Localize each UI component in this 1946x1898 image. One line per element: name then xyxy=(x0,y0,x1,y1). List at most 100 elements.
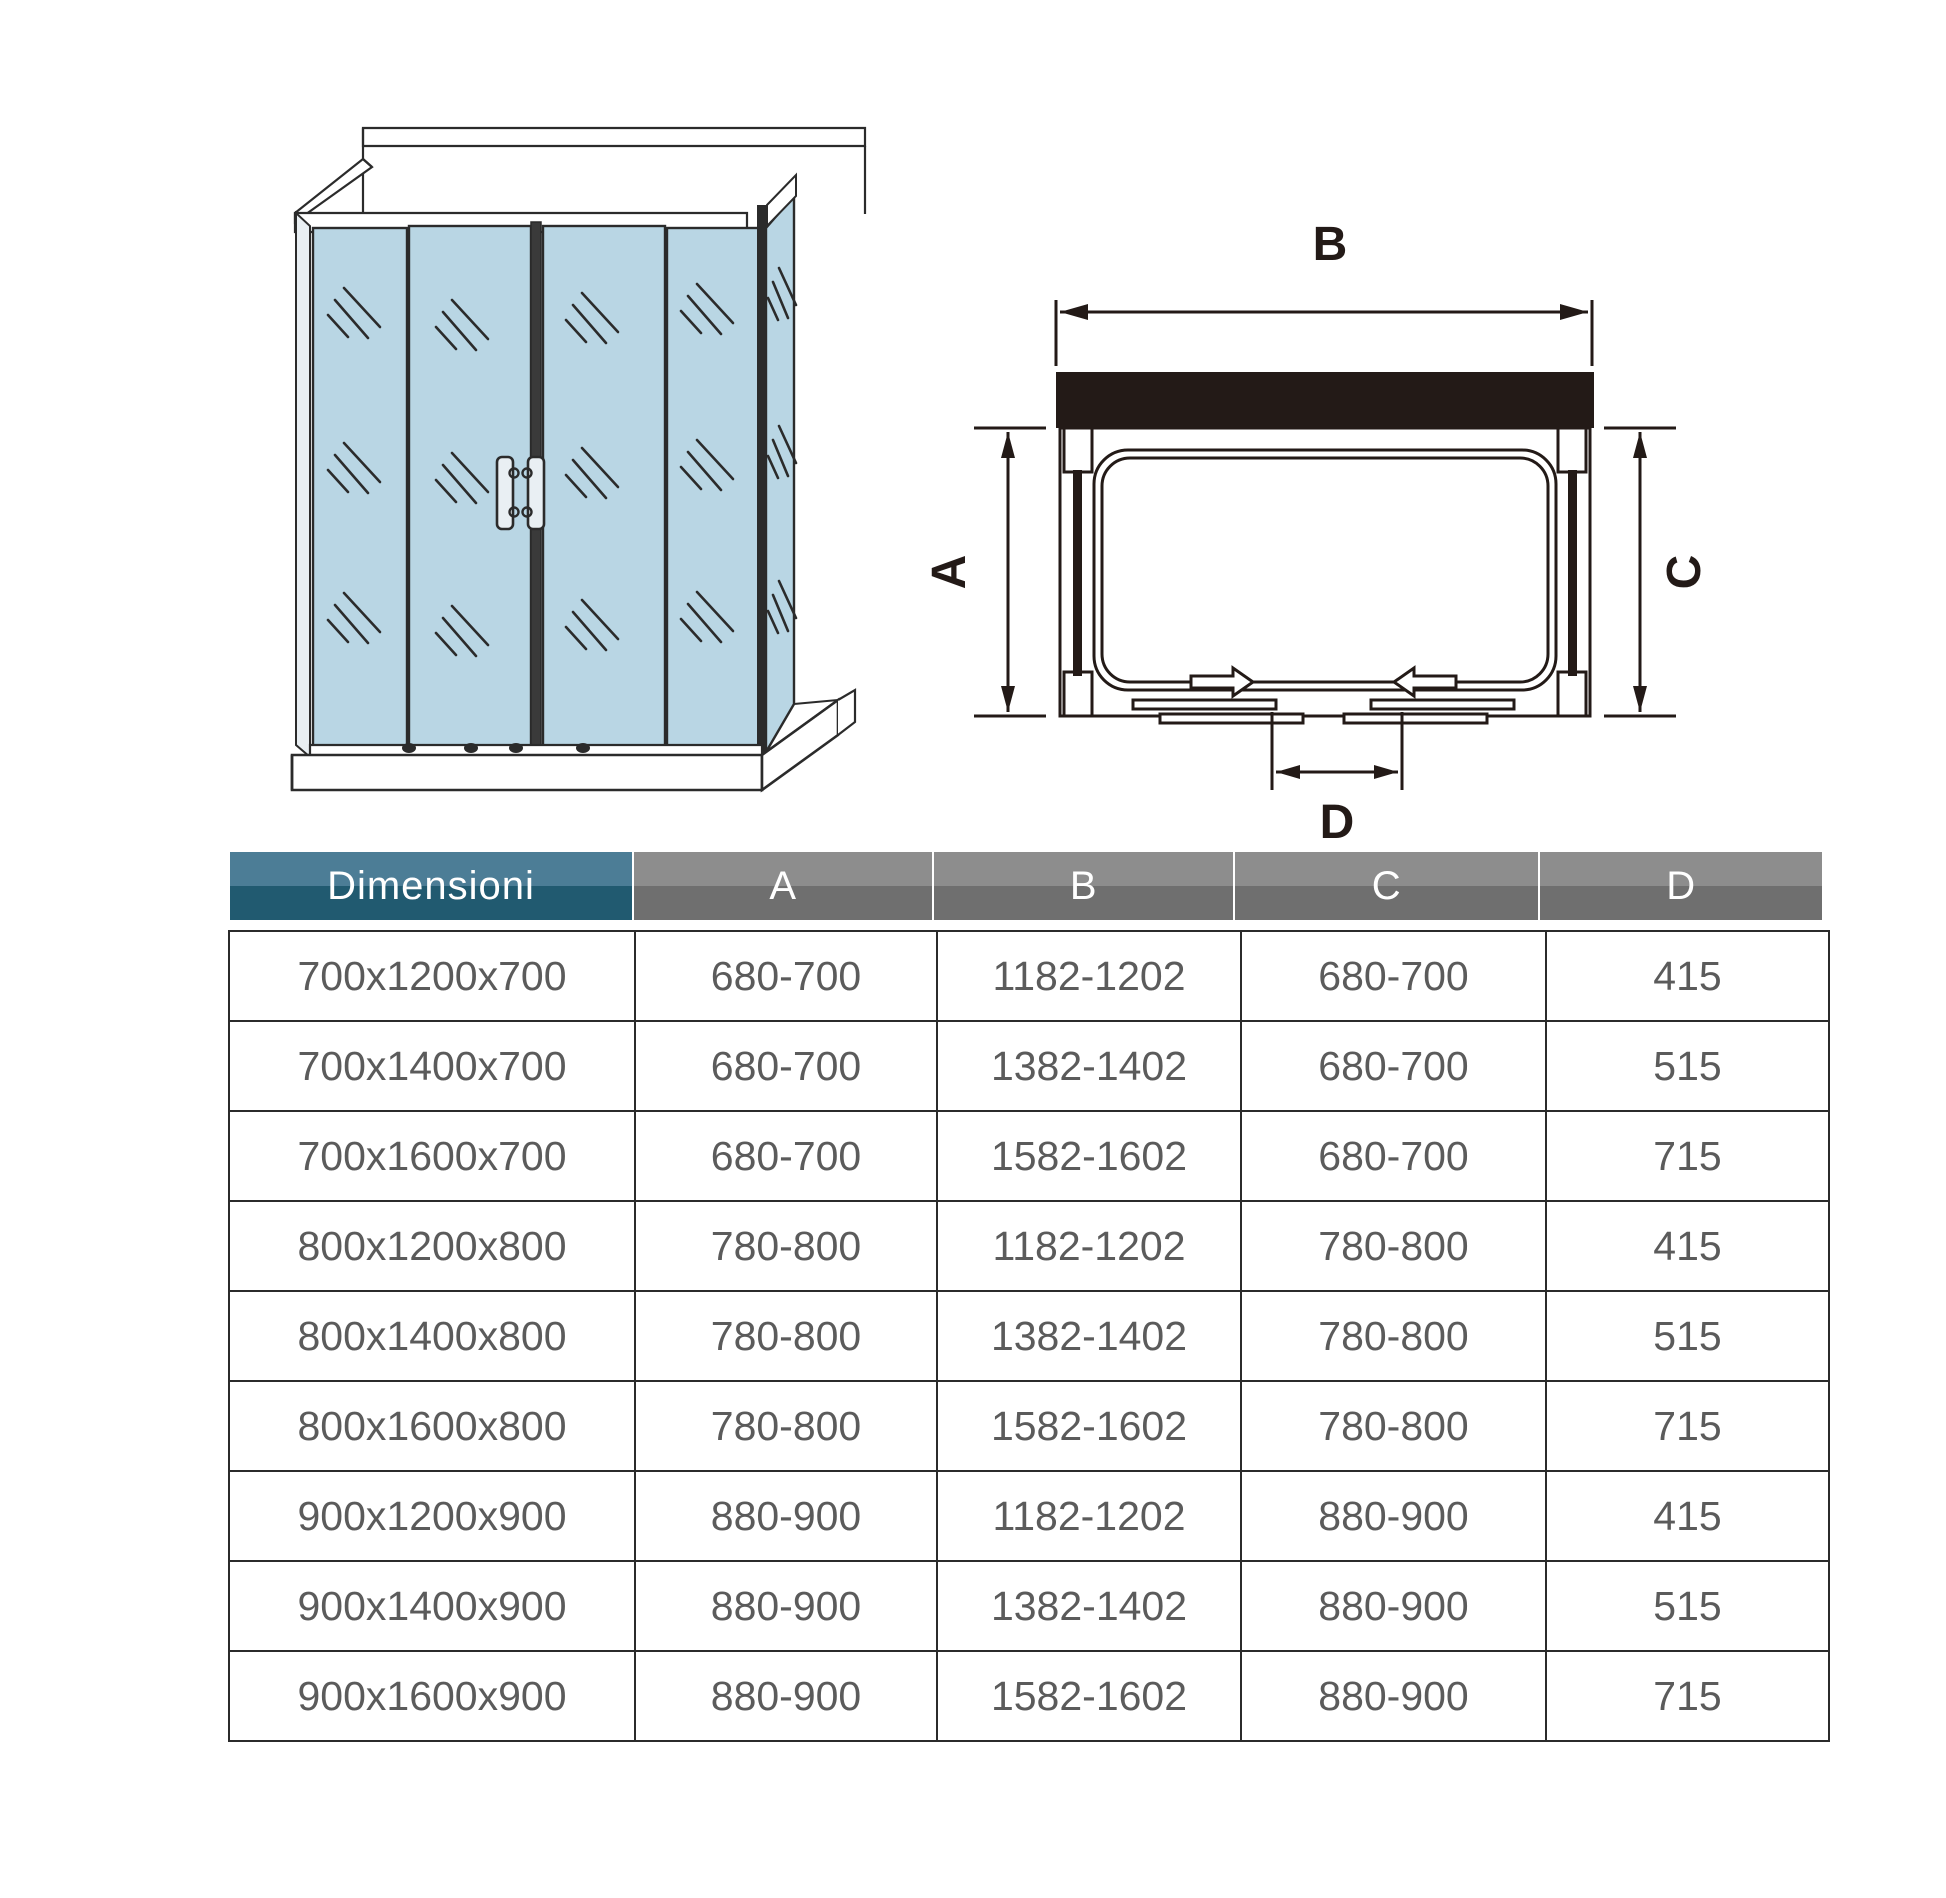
cell-b: 1582-1602 xyxy=(936,1110,1242,1202)
corner-bracket-top-left xyxy=(1062,426,1094,474)
cell-b: 1182-1202 xyxy=(936,1470,1242,1562)
header-label-b: B xyxy=(1069,863,1098,908)
glass-sparkle-marks xyxy=(326,266,798,658)
corner-bracket-bottom-left xyxy=(1062,670,1094,718)
cell-c: 780-800 xyxy=(1240,1380,1547,1472)
cell-dim: 900x1400x900 xyxy=(228,1560,636,1652)
cell-d: 515 xyxy=(1545,1560,1830,1652)
cell-b: 1382-1402 xyxy=(936,1020,1242,1112)
cell-dim: 800x1400x800 xyxy=(228,1290,636,1382)
cell-d: 515 xyxy=(1545,1020,1830,1112)
cell-dim: 800x1200x800 xyxy=(228,1200,636,1292)
header-cell-c: C xyxy=(1234,852,1539,920)
right-side-glass-panel xyxy=(764,192,796,757)
cell-c: 780-800 xyxy=(1240,1290,1547,1382)
left-side-glass-panel xyxy=(295,210,311,760)
cell-b: 1382-1402 xyxy=(936,1290,1242,1382)
header-cell-d: D xyxy=(1540,852,1822,920)
dimension-line-a xyxy=(974,426,1046,718)
cell-a: 780-800 xyxy=(634,1200,938,1292)
cell-dim: 700x1600x700 xyxy=(228,1110,636,1202)
sliding-door-rails xyxy=(1131,698,1516,725)
header-divider-3 xyxy=(1232,852,1235,920)
cell-dim: 800x1600x800 xyxy=(228,1380,636,1472)
glass-panel-4 xyxy=(665,226,763,755)
door-handle-right[interactable] xyxy=(521,455,546,531)
cell-b: 1182-1202 xyxy=(936,930,1242,1022)
3d-perspective-view xyxy=(290,126,867,793)
header-divider-2 xyxy=(932,852,935,920)
cell-dim: 700x1400x700 xyxy=(228,1020,636,1112)
dimension-line-d xyxy=(1270,712,1404,790)
slide-arrow-left xyxy=(1391,665,1458,699)
cell-a: 780-800 xyxy=(634,1380,938,1472)
cell-d: 415 xyxy=(1545,930,1830,1022)
cell-a: 680-700 xyxy=(634,930,938,1022)
door-handle-left[interactable] xyxy=(495,455,520,531)
header-divider-4 xyxy=(1538,852,1541,920)
cell-c: 880-900 xyxy=(1240,1650,1547,1742)
header-label-dimensioni: Dimensioni xyxy=(327,863,535,908)
right-post xyxy=(757,205,767,758)
cell-a: 680-700 xyxy=(634,1020,938,1112)
cell-dim: 900x1600x900 xyxy=(228,1650,636,1742)
cell-c: 880-900 xyxy=(1240,1560,1547,1652)
header-cell-b: B xyxy=(934,852,1233,920)
cell-d: 515 xyxy=(1545,1290,1830,1382)
cell-dim: 900x1200x900 xyxy=(228,1470,636,1562)
label-d: D xyxy=(1320,796,1355,840)
cell-c: 680-700 xyxy=(1240,1020,1547,1112)
cell-c: 780-800 xyxy=(1240,1200,1547,1292)
cell-d: 715 xyxy=(1545,1380,1830,1472)
cell-c: 880-900 xyxy=(1240,1470,1547,1562)
header-label-c: C xyxy=(1371,863,1402,908)
cell-a: 880-900 xyxy=(634,1650,938,1742)
corner-bracket-top-right xyxy=(1556,426,1588,474)
slide-arrow-right xyxy=(1189,665,1256,699)
cell-d: 715 xyxy=(1545,1650,1830,1742)
header-divider-1 xyxy=(631,852,634,920)
cell-d: 715 xyxy=(1545,1110,1830,1202)
label-b: B xyxy=(1313,218,1348,271)
cell-b: 1582-1602 xyxy=(936,1650,1242,1742)
cell-b: 1182-1202 xyxy=(936,1200,1242,1292)
header-cell-dimensioni: Dimensioni xyxy=(230,852,632,920)
glass-panel-3 xyxy=(541,224,667,758)
cell-a: 680-700 xyxy=(634,1110,938,1202)
drawings-area: B xyxy=(0,0,1946,840)
wall-bar xyxy=(1056,372,1594,428)
cell-a: 880-900 xyxy=(634,1470,938,1562)
cell-b: 1582-1602 xyxy=(936,1380,1242,1472)
side-panel-right xyxy=(1568,470,1577,676)
cell-d: 415 xyxy=(1545,1470,1830,1562)
label-a: A xyxy=(923,555,976,590)
header-label-a: A xyxy=(769,863,798,908)
cell-c: 680-700 xyxy=(1240,930,1547,1022)
label-c: C xyxy=(1658,555,1711,590)
cell-d: 415 xyxy=(1545,1200,1830,1292)
table-header-row: Dimensioni A B C D xyxy=(230,852,1822,920)
cell-c: 680-700 xyxy=(1240,1110,1547,1202)
dimension-line-b xyxy=(1054,300,1594,366)
cell-a: 780-800 xyxy=(634,1290,938,1382)
enclosure-top-outline xyxy=(361,126,867,214)
enclosure-outline xyxy=(1058,426,1592,718)
dimension-line-c xyxy=(1604,426,1676,718)
cell-b: 1382-1402 xyxy=(936,1560,1242,1652)
corner-bracket-bottom-right xyxy=(1556,670,1588,718)
top-plan-view: B xyxy=(923,218,1711,840)
glass-panel-1 xyxy=(311,226,409,755)
header-label-d: D xyxy=(1666,863,1697,908)
cell-dim: 700x1200x700 xyxy=(228,930,636,1022)
